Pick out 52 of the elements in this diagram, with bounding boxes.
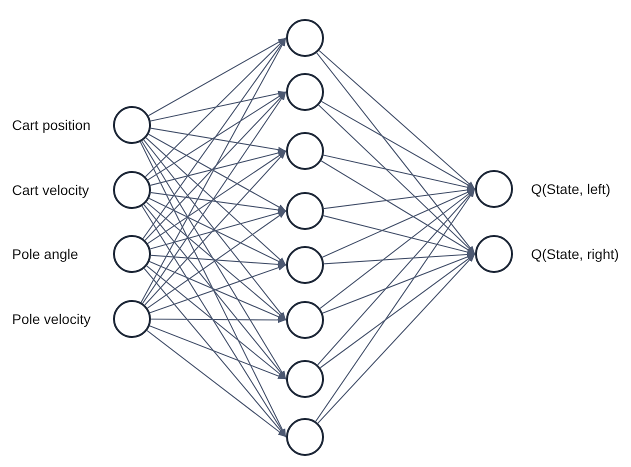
arrow xyxy=(149,260,286,320)
arrow xyxy=(147,210,286,309)
arrow xyxy=(150,90,286,122)
input-label: Pole velocity xyxy=(12,310,91,328)
arrow xyxy=(142,38,286,239)
arrow xyxy=(150,210,286,250)
arrow xyxy=(146,137,286,266)
output-neuron-circle xyxy=(475,170,513,208)
input-label: Pole angle xyxy=(12,245,78,263)
hidden-neuron-circle xyxy=(286,360,324,398)
hidden-neuron-circle xyxy=(286,301,324,339)
arrow xyxy=(150,264,286,314)
arrow xyxy=(151,316,286,323)
input-label: Cart velocity xyxy=(12,181,90,199)
arrow xyxy=(141,140,286,380)
input-label: Cart position xyxy=(12,116,91,134)
arrow xyxy=(140,38,286,303)
input-neuron-circle xyxy=(113,106,151,144)
input-neuron-circle xyxy=(113,235,151,273)
arrow xyxy=(148,198,286,266)
arrow xyxy=(150,254,286,268)
arrow xyxy=(148,92,286,180)
arrow xyxy=(148,134,286,212)
output-neuron-circle xyxy=(475,235,513,273)
input-neuron-circle xyxy=(113,171,151,209)
arrow xyxy=(150,128,286,153)
arrow xyxy=(324,187,476,210)
arrow xyxy=(142,92,286,304)
hidden-neuron-circle xyxy=(286,73,324,111)
arrow xyxy=(144,204,286,380)
arrow xyxy=(316,52,476,254)
arrow xyxy=(150,192,286,213)
arrow xyxy=(146,266,286,380)
arrow xyxy=(146,330,286,438)
output-label: Q(State, left) xyxy=(531,180,610,198)
arrow xyxy=(318,254,476,424)
output-label: Q(State, right) xyxy=(531,245,619,263)
arrow xyxy=(315,188,476,422)
arrow xyxy=(150,325,286,380)
hidden-neuron-circle xyxy=(286,132,324,170)
arrow xyxy=(150,150,286,186)
arrow xyxy=(144,268,286,438)
hidden-neuron-circle xyxy=(286,192,324,230)
arrow xyxy=(148,38,286,116)
input-neuron-circle xyxy=(113,300,151,338)
arrow xyxy=(140,142,286,438)
arrow xyxy=(145,38,286,178)
arrow xyxy=(318,50,476,190)
hidden-neuron-circle xyxy=(286,246,324,284)
arrow xyxy=(142,206,286,438)
hidden-neuron-circle xyxy=(286,418,324,456)
hidden-neuron-circle xyxy=(286,19,324,57)
